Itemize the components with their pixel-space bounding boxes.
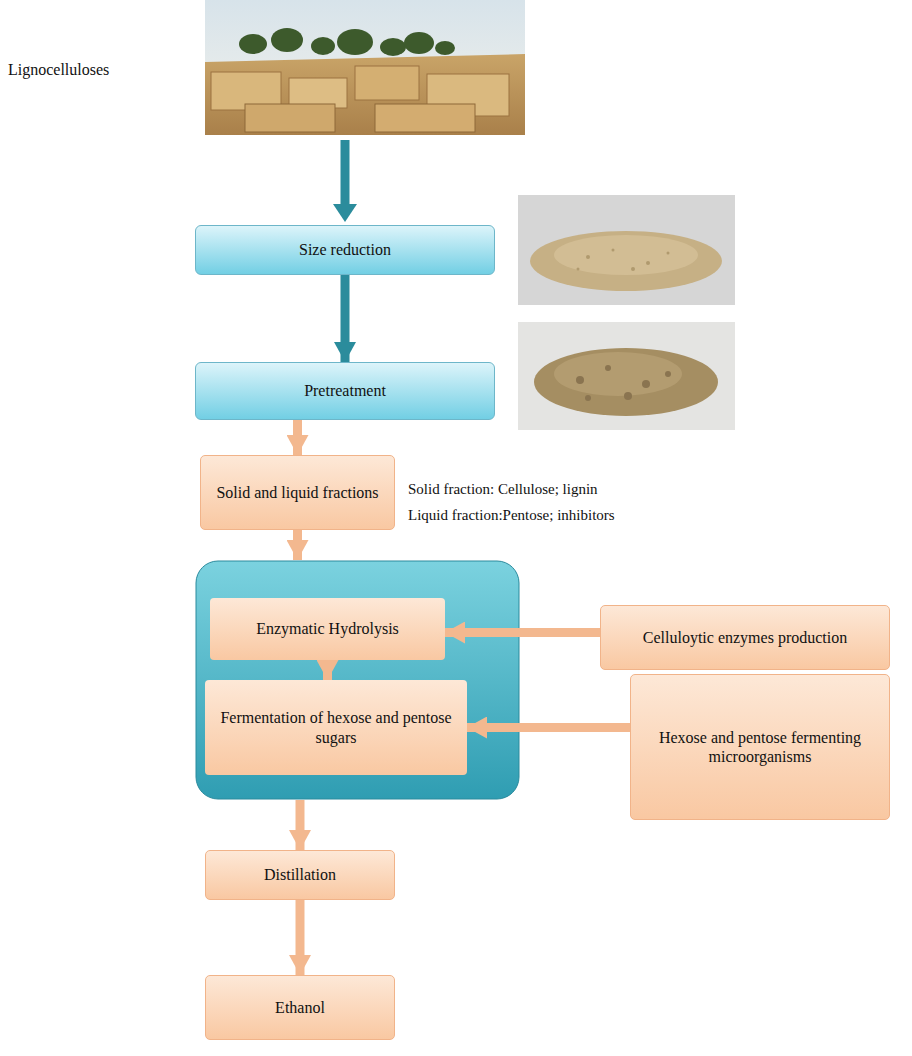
powder-heap [530,231,722,291]
box-label: Hexose and pentose fermenting microorgan… [641,728,879,766]
input-box: Hexose and pentose fermenting microorgan… [630,674,890,820]
group-panel: Enzymatic HydrolysisFermentation of hexo… [195,560,520,800]
flow-arrow [323,660,332,680]
box-label: Enzymatic Hydrolysis [256,619,399,638]
pretreated-photo [518,322,735,430]
powder-photo [518,195,735,305]
powder-grain [577,249,670,272]
arrow-shaft [341,140,350,208]
flow-arrow [293,530,302,560]
note-label: Lignocelluloses [8,60,109,79]
product-box: Ethanol [205,975,395,1040]
box-label: Distillation [264,865,336,884]
photo-ground [518,195,735,305]
box-label: Ethanol [275,998,325,1017]
biomass-top [554,352,682,396]
process-box: Solid and liquid fractions [200,455,395,530]
sky [205,0,525,135]
box-label: Celluloytic enzymes production [643,628,847,647]
photo-ground [518,322,735,430]
biomass-clumps [576,365,671,401]
process-box: Size reduction [195,225,495,275]
box-label: Solid and liquid fractions [216,483,378,502]
flow-arrow [445,628,600,637]
panel-shape [196,561,519,799]
process-box: Distillation [205,850,395,900]
process-box: Fermentation of hexose and pentose sugar… [205,680,467,775]
flow-arrow [341,275,350,362]
flow-arrow [293,420,302,455]
note-label: Liquid fraction:Pentose; inhibitors [408,506,615,524]
flow-arrow [296,900,305,975]
straw-bales [211,66,509,132]
field [205,54,525,135]
flow-arrow [325,136,365,226]
flow-arrow [296,800,305,850]
process-box: Enzymatic Hydrolysis [210,598,445,660]
trees [239,28,455,56]
powder-top [554,235,698,275]
note-label: Solid fraction: Cellulose; lignin [408,480,598,498]
flow-arrow [467,723,630,732]
process-box: Pretreatment [195,362,495,420]
box-label: Pretreatment [304,381,386,400]
input-box: Celluloytic enzymes production [600,605,890,670]
field-photo [205,0,525,135]
box-label: Fermentation of hexose and pentose sugar… [215,708,457,746]
biomass-heap [534,348,718,416]
box-label: Size reduction [299,240,391,259]
arrow-head [333,204,357,222]
